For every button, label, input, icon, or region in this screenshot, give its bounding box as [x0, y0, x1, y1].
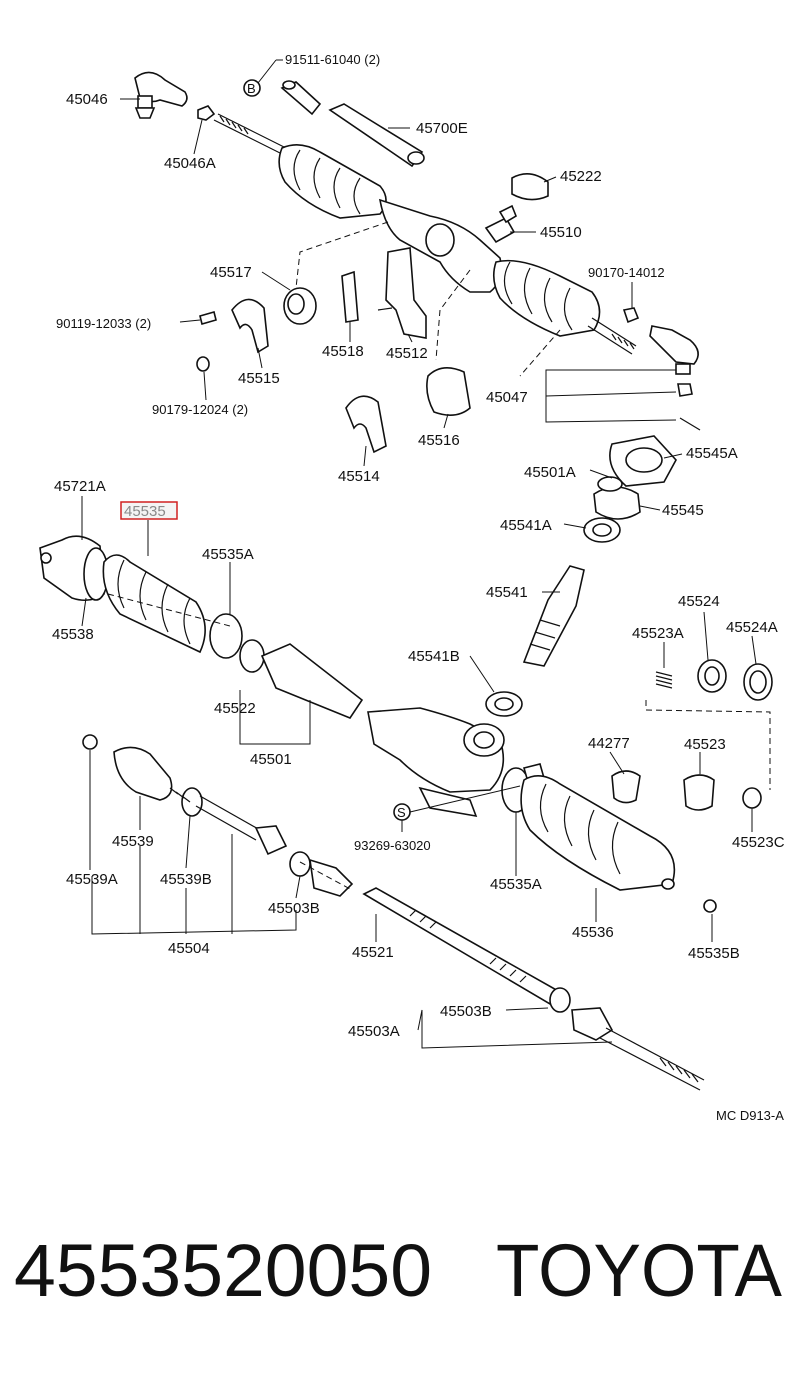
ring-45501a [597, 476, 623, 492]
lower-assembly [39, 535, 717, 1091]
ring-45523c [742, 787, 762, 809]
label-45523a: 45523A [632, 625, 684, 642]
leader-lines [81, 59, 757, 1049]
label-45721a: 45721A [54, 478, 106, 495]
bushing-45516 [426, 367, 471, 416]
guide-45523 [683, 774, 715, 811]
label-93269-63020: 93269-63020 [354, 838, 431, 853]
label-45524a: 45524A [726, 619, 778, 636]
tie-rod-45503a [571, 1007, 705, 1091]
label-45538: 45538 [52, 626, 94, 643]
label-45510: 45510 [540, 224, 582, 241]
marker-s [393, 803, 411, 821]
upper-boot-left [278, 144, 387, 219]
clip-45518 [341, 270, 359, 323]
upper-rack-housing [378, 198, 517, 293]
label-45536: 45536 [572, 924, 614, 941]
clamp-91511 [280, 80, 322, 116]
cap-45222 [511, 173, 549, 201]
clamp-45535a-top [209, 613, 243, 659]
label-45515: 45515 [238, 370, 280, 387]
washer-45503b-right [549, 987, 571, 1013]
bracket-45514 [345, 395, 387, 454]
nut-45545 [593, 486, 641, 520]
right-threaded-rod [587, 317, 637, 355]
footer-part-number: 4553520050 [14, 1229, 432, 1312]
highlighted-part-label: 45535 [124, 503, 166, 520]
label-45501: 45501 [250, 751, 292, 768]
label-45046a: 45046A [164, 155, 216, 172]
label-45504: 45504 [168, 940, 210, 957]
part-labels: 45046 91511-61040 (2) 45700E 45046A 4522… [52, 52, 785, 1123]
label-45518: 45518 [322, 343, 364, 360]
nut-45046a [197, 105, 216, 121]
label-45539b: 45539B [160, 871, 212, 888]
label-45222: 45222 [560, 168, 602, 185]
highlight-box [120, 501, 178, 520]
label-90170-14012: 90170-14012 [588, 265, 665, 280]
inner-rod-45539b [169, 787, 261, 841]
label-45545: 45545 [662, 502, 704, 519]
label-45524: 45524 [678, 593, 720, 610]
label-45541: 45541 [486, 584, 528, 601]
boot-45539 [113, 746, 173, 801]
bushing-45517 [283, 287, 317, 325]
tie-rod-end-left [134, 71, 188, 119]
label-45545a: 45545A [686, 445, 738, 462]
label-45523c: 45523C [732, 834, 785, 851]
marker-s-letter: S [397, 805, 406, 820]
label-45503b-left: 45503B [268, 900, 320, 917]
pinion-assembly [485, 435, 677, 717]
label-45700e: 45700E [416, 120, 468, 137]
tube-45700e [328, 103, 425, 168]
label-45539: 45539 [112, 833, 154, 850]
ring-45522 [239, 639, 265, 673]
upper-assembly [134, 71, 701, 454]
clip-45535b [703, 899, 717, 913]
left-threaded-rod [213, 113, 295, 159]
clip-45539a [82, 734, 98, 750]
label-45521: 45521 [352, 944, 394, 961]
spring-45523a [655, 671, 673, 689]
bracket-45515 [196, 298, 269, 372]
footer-brand: TOYOTA [496, 1229, 783, 1312]
diagram-code: MC D913-A [716, 1108, 784, 1123]
marker-b [243, 79, 261, 97]
label-45512: 45512 [386, 345, 428, 362]
label-90179-12024: 90179-12024 (2) [152, 402, 248, 417]
label-45522: 45522 [214, 700, 256, 717]
spring-cap-44277 [611, 770, 641, 804]
label-45516: 45516 [418, 432, 460, 449]
label-45535b: 45535B [688, 945, 740, 962]
boot-45536 [520, 775, 676, 891]
label-90119-12033: 90119-12033 (2) [56, 316, 151, 331]
bracket-45512 [377, 247, 427, 339]
label-45535a-bottom: 45535A [490, 876, 542, 893]
label-45503b-right: 45503B [440, 1003, 492, 1020]
label-45046: 45046 [66, 91, 108, 108]
label-45503a: 45503A [348, 1023, 400, 1040]
label-45541b: 45541B [408, 648, 460, 665]
label-45539a: 45539A [66, 871, 118, 888]
adjuster-group [611, 659, 773, 811]
label-45523: 45523 [684, 736, 726, 753]
label-45541a: 45541A [500, 517, 552, 534]
lower-rack-housing [367, 707, 505, 818]
tie-rod-end-right [649, 325, 701, 431]
label-91511-61040: 91511-61040 (2) [285, 52, 380, 67]
label-45047: 45047 [486, 389, 528, 406]
label-45501a: 45501A [524, 464, 576, 481]
label-45517: 45517 [210, 264, 252, 281]
washer-45503b-left [289, 851, 311, 877]
label-45514: 45514 [338, 468, 380, 485]
label-44277: 44277 [588, 735, 630, 752]
pinion-45541 [522, 565, 585, 667]
tube-45501 [260, 643, 364, 719]
nut-90170 [622, 307, 640, 324]
upper-boot-right [492, 259, 601, 337]
marker-b-letter: B [247, 81, 256, 96]
label-45535a-top: 45535A [202, 546, 254, 563]
boot-45535 [102, 554, 206, 654]
